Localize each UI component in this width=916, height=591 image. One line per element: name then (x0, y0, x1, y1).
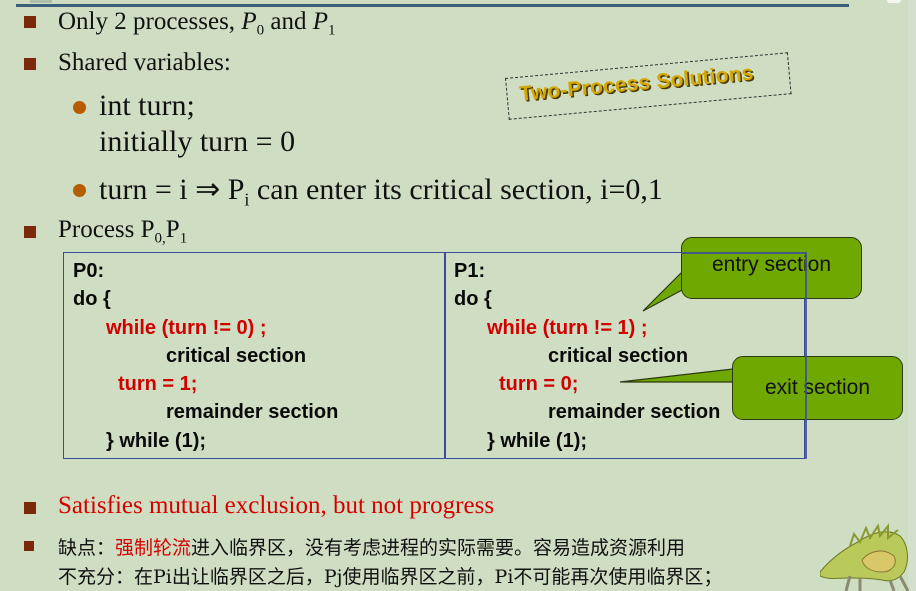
bullet-text: and (264, 8, 313, 35)
p1-subscript: 1 (327, 22, 336, 39)
entry-section-callout: entry section (681, 237, 862, 299)
code-line-entry: while (turn != 0) ; (106, 316, 267, 339)
code-line: critical section (166, 344, 307, 367)
corner-mark (887, 0, 901, 3)
bullet-text: Only 2 processes, (58, 8, 242, 35)
p0-symbol: P (241, 8, 257, 35)
code-line-entry: while (turn != 1) ; (487, 316, 648, 339)
code-table-right-border (805, 252, 807, 459)
comma: , (162, 230, 166, 247)
round-bullet-icon (73, 101, 86, 114)
bullet-processes: Only 2 processes, P0 and P1 (58, 8, 336, 39)
code-line: P1: (454, 260, 486, 282)
round-bullet-icon (73, 184, 86, 197)
title-divider-line (16, 4, 849, 7)
bullet-text: Process P (58, 216, 155, 243)
code-line: remainder section (166, 401, 339, 424)
drawback-label: 缺点： (58, 537, 116, 559)
code-line: do { (73, 288, 111, 311)
callout-label: entry section (711, 253, 832, 276)
code-table-top-border (681, 252, 806, 254)
p0-subscript: 0 (154, 230, 163, 247)
code-line: } while (1); (487, 429, 588, 452)
drawback-text: 进入临界区，没有考虑进程的实际需要。容易造成资源利用 (191, 537, 686, 559)
bullet-drawback-line1: 缺点：强制轮流进入临界区，没有考虑进程的实际需要。容易造成资源利用 (58, 533, 685, 560)
square-bullet-icon (24, 541, 34, 551)
drawback-highlight: 强制轮流 (115, 537, 192, 559)
code-line: remainder section (548, 401, 721, 424)
bullet-shared-variables: Shared variables: (58, 49, 231, 76)
code-line: critical section (548, 344, 689, 367)
code-line: } while (1); (106, 429, 207, 452)
square-bullet-icon (24, 226, 36, 238)
rule-text: turn = i ⇒ P (99, 173, 245, 206)
rule-text: can enter its critical section, i=0,1 (249, 173, 663, 206)
bullet-conclusion: Satisfies mutual exclusion, but not prog… (58, 492, 495, 519)
code-table-divider (444, 252, 446, 459)
code-table (63, 252, 805, 459)
bullet-drawback-line2: 不充分：在Pi出让临界区之后，Pj使用临界区之前，Pi不可能再次使用临界区； (58, 566, 723, 588)
code-line: P0: (73, 260, 105, 282)
square-bullet-icon (24, 502, 36, 514)
dinosaur-mascot-icon (820, 523, 910, 591)
sub-bullet-int-turn: int turn; (99, 89, 195, 122)
p1-symbol: P (312, 8, 328, 35)
code-line: do { (454, 288, 492, 311)
header-residue (30, 0, 52, 3)
i-subscript: i (244, 189, 250, 210)
p0-subscript: 0 (256, 22, 265, 39)
p1-subscript: 1 (179, 230, 188, 247)
sub-bullet-turn-rule: turn = i ⇒ Pi can enter its critical sec… (99, 172, 663, 210)
bullet-process-p0-p1: Process P0,P1 (58, 216, 188, 247)
code-p0: P0: do { while (turn != 0) ; critical secti… (73, 257, 338, 455)
sub-bullet-initially: initially turn = 0 (99, 125, 296, 158)
square-bullet-icon (24, 58, 36, 70)
code-line-exit: turn = 1; (118, 373, 198, 396)
square-bullet-icon (24, 16, 36, 28)
bullet-text: P (165, 216, 180, 243)
right-edge (908, 0, 916, 591)
code-p1: P1: do { while (turn != 1) ; critical secti… (454, 257, 720, 455)
exit-section-callout: exit section (732, 356, 903, 420)
callout-label: exit section (764, 376, 871, 399)
code-line-exit: turn = 0; (499, 373, 579, 396)
